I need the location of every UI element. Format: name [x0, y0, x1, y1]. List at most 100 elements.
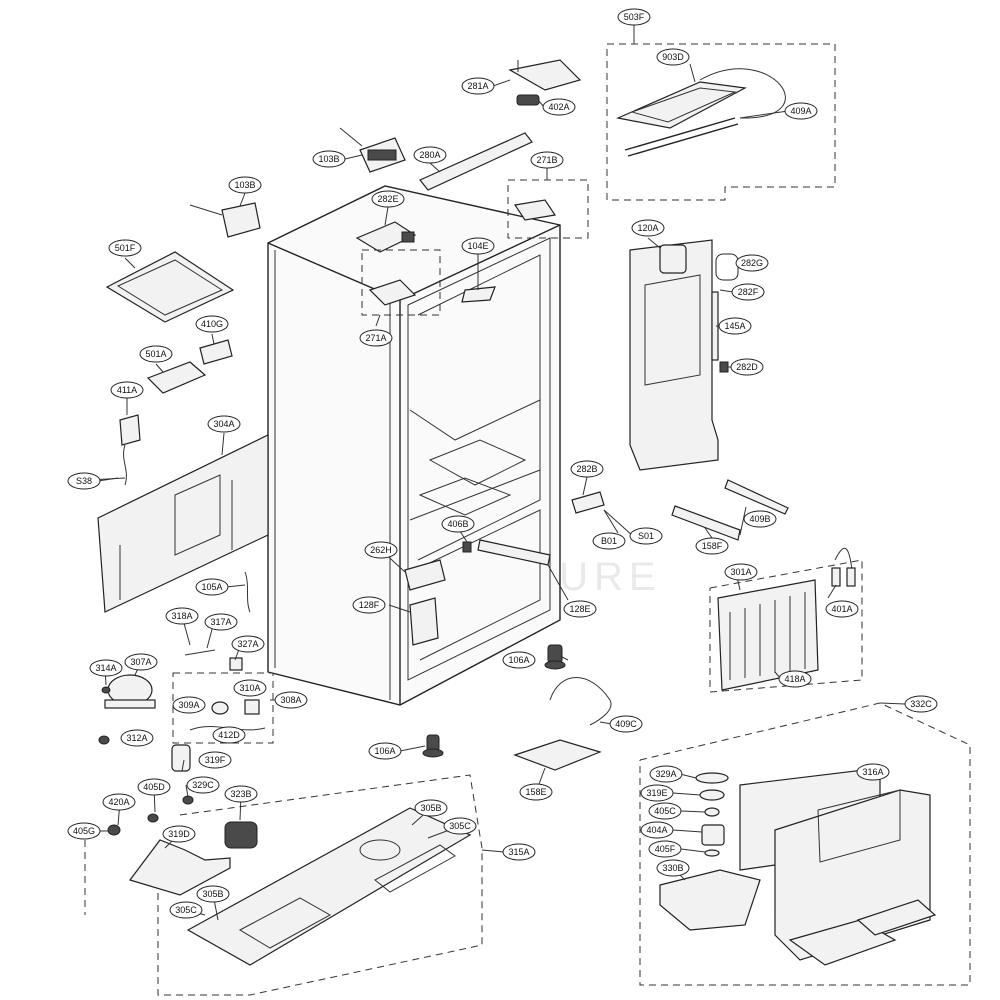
callout-ellipse: [856, 763, 890, 781]
callout-ellipse: [165, 607, 199, 625]
callout-ellipse: [718, 317, 752, 335]
callout-text: 305B: [420, 803, 441, 813]
callout-301a: 301A: [724, 563, 758, 581]
callout-text: 323B: [230, 789, 251, 799]
callout-405g: 405G: [67, 822, 101, 840]
callout-406b: 406B: [441, 515, 475, 533]
callout-text: 158F: [702, 541, 723, 551]
callout-145a: 145A: [718, 317, 752, 335]
callout-ellipse: [730, 358, 764, 376]
callout-text: 405G: [73, 826, 95, 836]
callout-ellipse: [640, 821, 674, 839]
callout-text: 301A: [730, 567, 751, 577]
callout-ellipse: [231, 635, 265, 653]
callout-503f: 503F: [617, 8, 651, 26]
callout-405f: 405F: [648, 840, 682, 858]
callout-103b_a: 103B: [312, 150, 346, 168]
callout-405c: 405C: [648, 802, 682, 820]
callout-text: 411A: [117, 385, 137, 395]
callout-ellipse: [631, 219, 665, 237]
callout-ellipse: [656, 859, 690, 877]
callout-310a: 310A: [233, 679, 267, 697]
callout-316a: 316A: [856, 763, 890, 781]
callout-text: 282G: [741, 258, 763, 268]
callout-304a: 304A: [207, 415, 241, 433]
callout-501a: 501A: [139, 345, 173, 363]
callout-s38: S38: [67, 472, 101, 490]
callout-text: 319D: [168, 829, 190, 839]
callout-411a: 411A: [110, 381, 144, 399]
callout-text: 409C: [615, 719, 637, 729]
top-parts: [189, 59, 582, 306]
callout-text: 315A: [508, 847, 529, 857]
callout-text: 412D: [218, 730, 240, 740]
callout-ellipse: [570, 460, 604, 478]
callout-text: 409A: [790, 106, 811, 116]
callout-ellipse: [542, 98, 576, 116]
callout-text: 409B: [749, 514, 770, 524]
callout-ellipse: [274, 691, 308, 709]
callout-ellipse: [778, 670, 812, 688]
callout-ellipse: [743, 510, 777, 528]
callout-ellipse: [617, 8, 651, 26]
callout-text: 103B: [234, 180, 255, 190]
callout-ellipse: [530, 151, 564, 169]
callout-ellipse: [110, 381, 144, 399]
callout-ellipse: [162, 825, 196, 843]
callout-103b_b: 103B: [228, 176, 262, 194]
callout-text: 307A: [130, 657, 151, 667]
callout-text: 282D: [736, 362, 758, 372]
callout-text: 310A: [239, 683, 260, 693]
callout-ellipse: [124, 653, 158, 671]
dashed-groups: [84, 43, 971, 996]
callout-ellipse: [629, 527, 663, 545]
lower-interior: [244, 539, 551, 646]
callout-402a: 402A: [542, 98, 576, 116]
callout-text: 319E: [646, 788, 667, 798]
callout-ellipse: [592, 532, 626, 550]
callout-text: 106A: [508, 655, 529, 665]
callout-ellipse: [204, 613, 238, 631]
callout-ellipse: [102, 793, 136, 811]
callout-ellipse: [461, 77, 495, 95]
callout-ellipse: [825, 600, 859, 618]
callout-text: 120A: [637, 223, 658, 233]
callout-ellipse: [364, 541, 398, 559]
callout-120a: 120A: [631, 219, 665, 237]
callout-158e: 158E: [519, 783, 553, 801]
callout-text: 405C: [654, 806, 676, 816]
callout-text: 329A: [655, 769, 676, 779]
callout-text: 104E: [467, 241, 488, 251]
callout-ellipse: [640, 784, 674, 802]
callout-308a: 308A: [274, 691, 308, 709]
callout-text: 312A: [126, 733, 147, 743]
callout-312a: 312A: [120, 729, 154, 747]
callout-text: 309A: [178, 700, 199, 710]
callout-text: 316A: [862, 767, 883, 777]
callout-315a: 315A: [502, 843, 536, 861]
callout-106a_a: 106A: [502, 651, 536, 669]
callout-410g: 410G: [195, 315, 229, 333]
left-components: [89, 251, 269, 613]
callout-ellipse: [195, 578, 229, 596]
callout-ellipse: [784, 102, 818, 120]
callout-text: 332C: [910, 699, 932, 709]
callout-262h: 262H: [364, 541, 398, 559]
callout-text: S38: [76, 476, 92, 486]
refrigerator-cabinet: [267, 185, 561, 706]
callout-105a: 105A: [195, 578, 229, 596]
feet-and-misc: [98, 644, 612, 772]
callout-text: 158E: [525, 787, 546, 797]
callout-ellipse: [371, 190, 405, 208]
callout-ellipse: [89, 659, 123, 677]
callout-ellipse: [609, 715, 643, 733]
callout-text: S01: [638, 531, 654, 541]
callout-ellipse: [212, 726, 246, 744]
callout-text: 308A: [280, 695, 301, 705]
callout-ellipse: [228, 176, 262, 194]
callout-ellipse: [352, 596, 386, 614]
callout-ellipse: [312, 150, 346, 168]
callout-text: 503F: [624, 12, 645, 22]
